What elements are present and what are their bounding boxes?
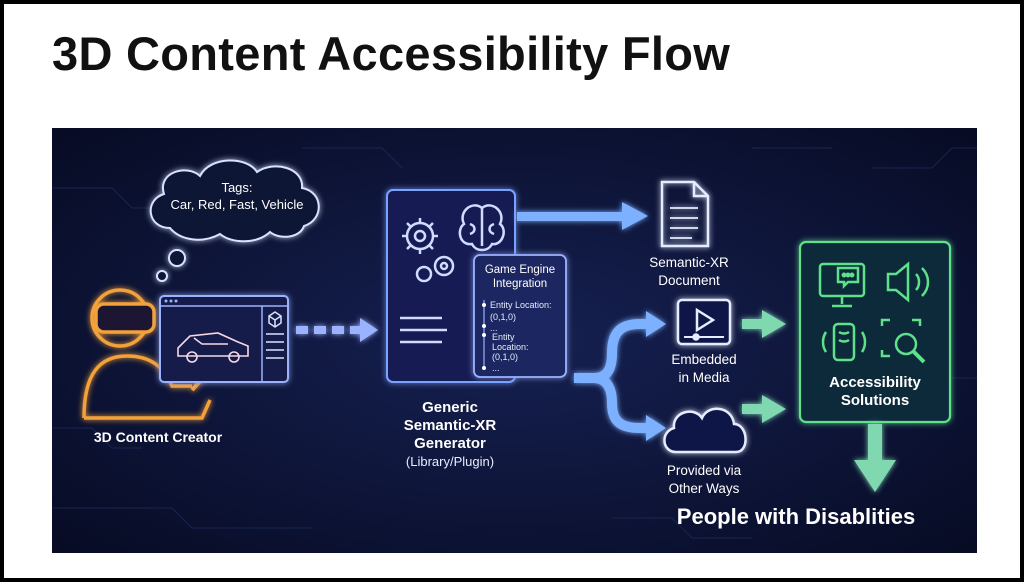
- generator-line2: Semantic-XR: [404, 417, 497, 434]
- document-label-line1: Semantic-XR: [649, 255, 729, 270]
- creator-screen: [159, 295, 289, 383]
- speaker-icon: [886, 261, 930, 303]
- brain-icon: [458, 204, 505, 252]
- entry1-line2: (0,1,0): [490, 312, 516, 322]
- car-model-icon: [177, 332, 249, 363]
- ellipsis1: ...: [490, 323, 498, 333]
- flow-diagram: Tags: Car, Red, Fast, Vehicle: [52, 128, 977, 553]
- circuit-lines: [52, 147, 977, 539]
- entry2-line2: Location:: [492, 342, 529, 352]
- game-engine-title-line2: Integration: [493, 278, 547, 290]
- entry1-line1: Entity Location:: [490, 300, 552, 310]
- arrow-media-to-solutions: [742, 310, 786, 338]
- game-engine-title-line1: Game Engine: [485, 264, 555, 276]
- entry2-line3: (0,1,0): [492, 352, 518, 362]
- magnifier-icon: [880, 318, 926, 364]
- entry2-line1: Entity: [492, 332, 515, 342]
- ellipsis2: ...: [492, 363, 500, 373]
- monitor-chat-icon: [818, 262, 866, 308]
- solutions-label-line1: Accessibility: [829, 374, 921, 391]
- audience-label: People with Disablities: [677, 504, 915, 529]
- thought-cloud: [149, 159, 320, 282]
- video-player-icon: [676, 298, 732, 346]
- cloud-icon: [663, 407, 747, 454]
- vibrating-phone-icon: [821, 322, 867, 362]
- dashed-arrow-to-generator: [296, 318, 378, 342]
- fork-arrowhead-other: [646, 415, 666, 441]
- solutions-label-line2: Solutions: [841, 392, 909, 409]
- media-label-line2: in Media: [678, 370, 730, 385]
- cube-icon: [268, 311, 282, 328]
- slide: 3D Content Accessibility Flow: [4, 4, 1020, 578]
- other-label-line2: Other Ways: [669, 481, 740, 496]
- game-engine-panel: [473, 254, 567, 378]
- document-label-line2: Document: [658, 273, 720, 288]
- generator-line3: Generator: [414, 435, 486, 452]
- arrow-to-people: [854, 424, 896, 492]
- generator-subtitle: (Library/Plugin): [406, 454, 494, 469]
- gear-icon: [402, 218, 455, 283]
- media-label-line1: Embedded: [671, 352, 736, 367]
- document-icon: [660, 180, 710, 248]
- solutions-box: [798, 240, 952, 424]
- generator-line1: Generic: [422, 399, 478, 416]
- arrow-to-document: [517, 202, 648, 230]
- creator-label: 3D Content Creator: [94, 429, 223, 445]
- tags-title: Tags:: [221, 180, 252, 195]
- arrow-other-to-solutions: [742, 395, 786, 423]
- other-label-line1: Provided via: [667, 463, 742, 478]
- fork-arrows: [574, 319, 648, 433]
- tags-list: Car, Red, Fast, Vehicle: [171, 197, 304, 212]
- fork-arrowhead-media: [646, 311, 666, 337]
- page-title: 3D Content Accessibility Flow: [52, 27, 731, 80]
